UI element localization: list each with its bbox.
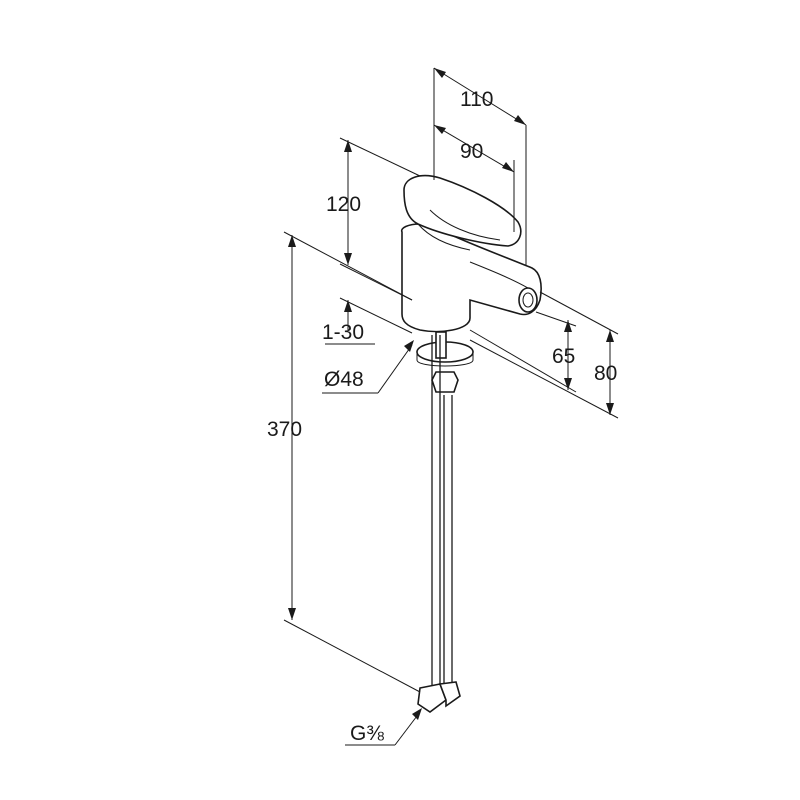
dim-label-80: 80 bbox=[594, 362, 617, 385]
dim-label-g-3-8: G⅜ bbox=[350, 722, 384, 745]
faucet-outline bbox=[400, 174, 542, 333]
mounting-assembly bbox=[416, 331, 474, 713]
dim-label-120: 120 bbox=[326, 193, 361, 216]
dim-label-65: 65 bbox=[552, 345, 575, 368]
dim-label-110: 110 bbox=[460, 88, 493, 111]
dimension-lines bbox=[283, 67, 619, 746]
dim-label-90: 90 bbox=[460, 140, 483, 163]
dim-label-370: 370 bbox=[267, 418, 302, 441]
dim-label-1-30: 1-30 bbox=[322, 321, 364, 344]
dim-label-diameter-48: Ø48 bbox=[324, 368, 364, 391]
